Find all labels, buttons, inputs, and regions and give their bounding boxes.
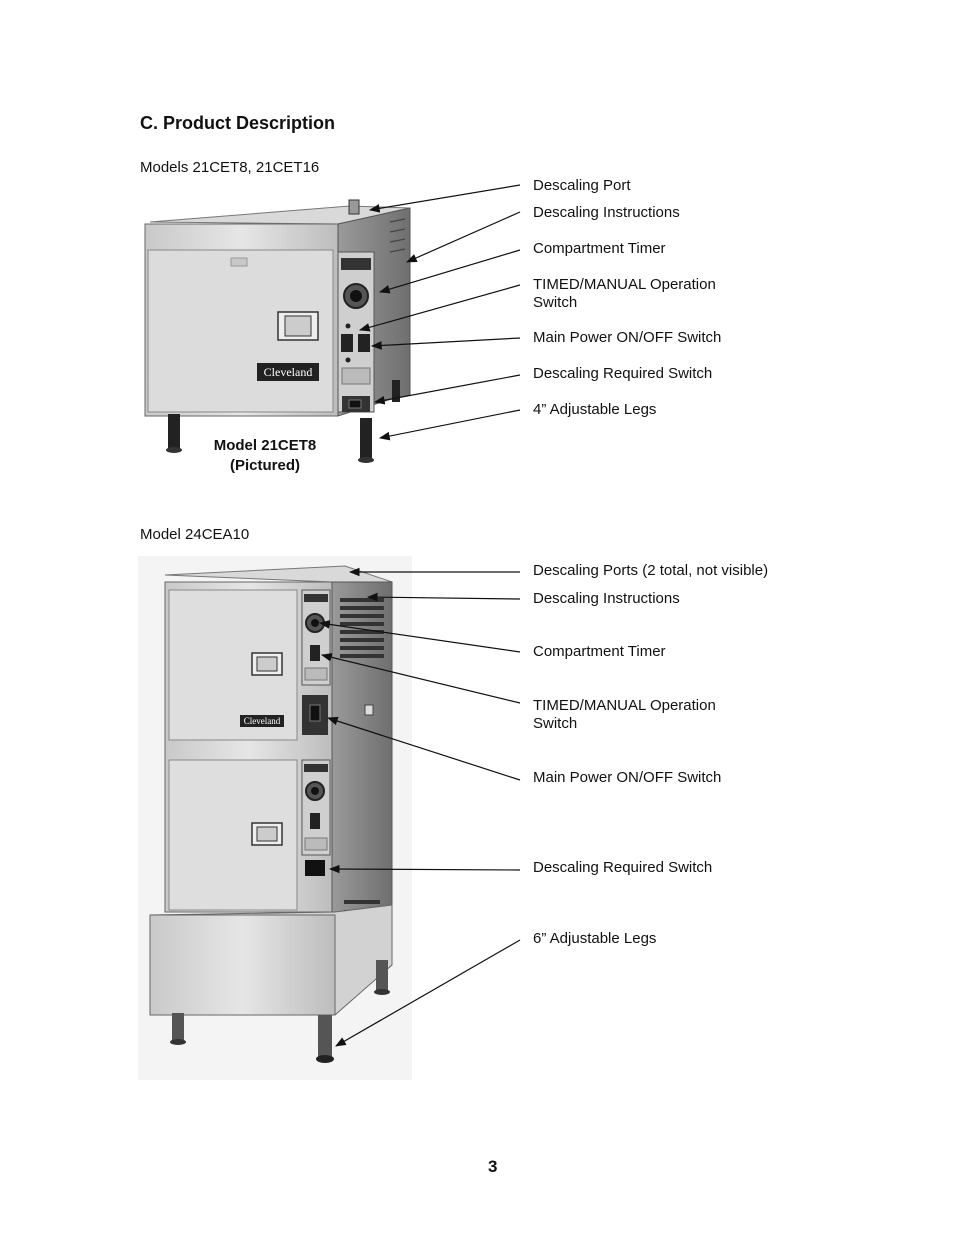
caption-line-2: (Pictured) [229,457,300,474]
label-timed-manual-switch: TIMED/MANUAL Operation [533,276,716,293]
label-descaling-required-switch: Descaling Required Switch [533,365,713,382]
section1-caption: Model 21CET8 (Pictured) [200,436,330,476]
label-descaling-ports: Descaling Ports (2 total, not visible) [533,562,769,579]
brand-logo-24cea10: Cleveland [243,716,281,726]
section2-subtitle: Model 24CEA10 [140,526,250,543]
label-compartment-timer: Compartment Timer [533,643,666,660]
section-heading: C. Product Description [140,113,336,133]
brand-logo-21cet8: Cleveland [263,365,313,379]
label-descaling-instructions: Descaling Instructions [533,204,680,221]
label-compartment-timer: Compartment Timer [533,240,666,257]
label-main-power-switch: Main Power ON/OFF Switch [533,769,722,786]
label-adjustable-legs: 4” Adjustable Legs [533,401,657,418]
steamer-24cea10-image [138,556,412,1080]
label-adjustable-legs: 6” Adjustable Legs [533,930,657,947]
label-descaling-port: Descaling Port [533,177,631,194]
section1-subtitle: Models 21CET8, 21CET16 [140,159,320,176]
label-timed-manual-switch-cont: Switch [533,715,578,732]
caption-line-1: Model 21CET8 [213,437,317,454]
label-timed-manual-switch-cont: Switch [533,294,578,311]
label-descaling-instructions: Descaling Instructions [533,590,680,607]
label-descaling-required-switch: Descaling Required Switch [533,859,713,876]
steamer-21cet8-image [144,199,411,463]
leader-lines-24cea10 [318,567,521,1047]
page-number: 3 [488,1157,498,1176]
label-timed-manual-switch: TIMED/MANUAL Operation [533,697,716,714]
label-main-power-switch: Main Power ON/OFF Switch [533,329,722,346]
leader-lines-21cet8 [358,184,521,441]
